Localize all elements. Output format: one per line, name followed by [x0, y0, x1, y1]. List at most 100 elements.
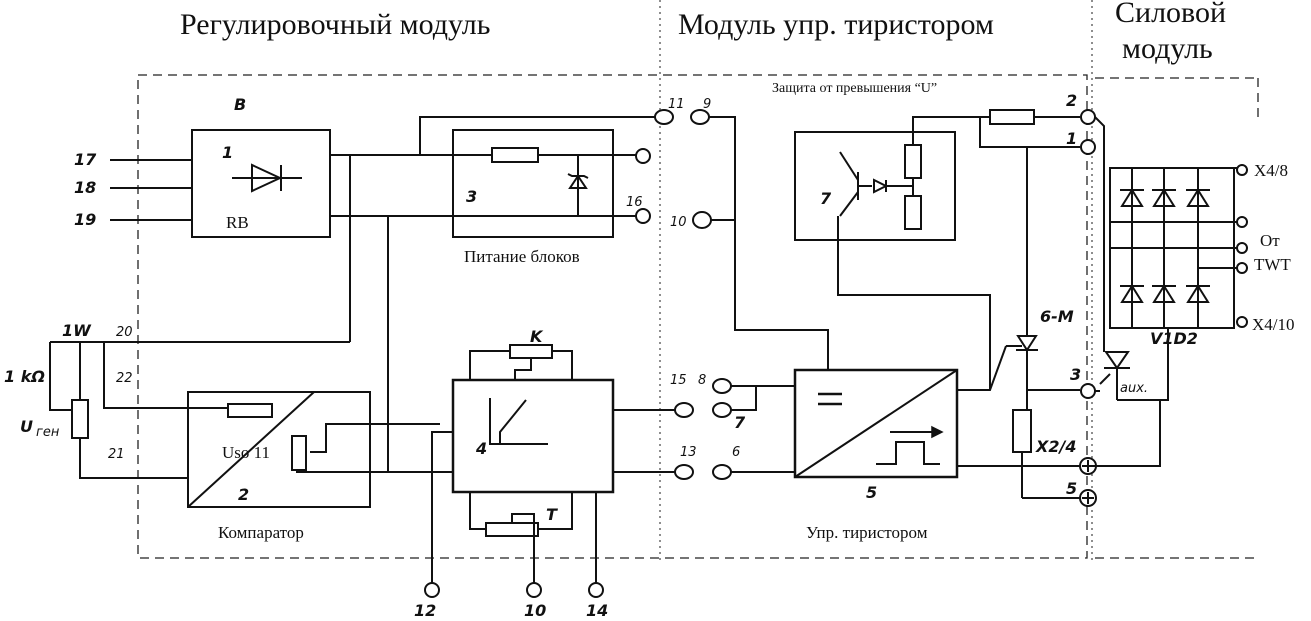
pin-5: 5: [1066, 479, 1077, 498]
caption-power-supply: Питание блоков: [464, 247, 580, 266]
connector-7: [712, 402, 732, 418]
label-block-1: 1: [222, 143, 233, 162]
transistor-icon: [839, 151, 872, 217]
label-block-7: 7: [820, 189, 832, 208]
pin-22: 22: [116, 371, 133, 386]
pin-10b: 10: [524, 601, 546, 620]
pin-11: 11: [668, 97, 685, 112]
label-1w: 1W: [62, 321, 92, 340]
pin-18: 18: [74, 178, 96, 197]
terminal-x410: [1236, 316, 1248, 328]
label-x410: X4/10: [1252, 315, 1295, 334]
ramp-characteristic-icon: [489, 398, 548, 445]
connector-11: [654, 109, 674, 125]
block-overvoltage-protection: [794, 131, 956, 241]
label-ugen-sub: ген: [36, 425, 60, 440]
pin-10a: 10: [670, 215, 687, 230]
header-power-module-line1: Силовой: [1115, 0, 1226, 29]
potentiometer-t: [485, 522, 539, 537]
label-x48: X4/8: [1254, 161, 1288, 180]
module-outline: [137, 74, 1088, 559]
connector-8: [712, 378, 732, 394]
block-thyristor-control: [793, 368, 959, 479]
terminal-bridge-ac1: [1236, 216, 1248, 228]
label-ot: От: [1260, 231, 1280, 250]
pin-2: 2: [1066, 91, 1077, 110]
caption-comparator: Компаратор: [218, 523, 304, 542]
potentiometer-k: [509, 344, 553, 359]
label-vd2: V1D2: [1150, 329, 1198, 348]
label-block-4: 4: [475, 439, 487, 458]
connector-6: [712, 464, 732, 480]
bridge-diode-row-bottom: [1120, 248, 1210, 328]
thyristor-icon: [1006, 335, 1038, 352]
connector-13: [674, 464, 694, 480]
terminal-2: [1080, 109, 1096, 125]
label-uso: Uso 11: [222, 443, 270, 462]
resistor-icon: [904, 195, 922, 230]
pin-14: 14: [586, 601, 608, 620]
caption-overvoltage: Защита от превышения “U”: [772, 81, 937, 96]
pin-9: 9: [703, 97, 711, 112]
terminal-psu-16: [635, 208, 651, 224]
label-block-5: 5: [866, 483, 877, 502]
label-rb: RB: [226, 213, 249, 232]
pin-7: 7: [734, 413, 746, 432]
block-regulator: [451, 378, 615, 494]
label-aux: aux.: [1120, 381, 1148, 396]
pin-17: 17: [74, 150, 97, 169]
pin-19: 19: [74, 210, 96, 229]
block-input-rectifier: [191, 129, 331, 238]
connector-9: [690, 109, 710, 125]
pulse-icon: [876, 425, 944, 465]
header-thyristor-control-module: Модуль упр. тиристором: [678, 8, 994, 41]
pin-16: 16: [626, 195, 643, 210]
resistor-icon: [989, 109, 1035, 125]
pin-12: 12: [414, 601, 436, 620]
pin-1: 1: [1066, 129, 1077, 148]
pin-8: 8: [698, 373, 706, 388]
label-block-2: 2: [238, 485, 249, 504]
resistor-icon: [491, 147, 539, 163]
resistor-icon: [1012, 409, 1032, 453]
diode-icon: [873, 178, 912, 194]
pin-6: 6: [732, 445, 740, 460]
terminal-14: [588, 582, 604, 598]
pin-3: 3: [1070, 365, 1081, 384]
equals-icon: [818, 392, 842, 406]
pin-21: 21: [108, 447, 125, 462]
label-x24: X2/4: [1035, 437, 1076, 456]
label-ugen: U: [20, 417, 33, 436]
potentiometer-1kohm: [71, 399, 89, 439]
terminal-x48: [1236, 164, 1248, 176]
pin-15: 15: [670, 373, 687, 388]
pin-13: 13: [680, 445, 697, 460]
block-comparator: [187, 391, 371, 508]
bridge-diode-row-top: [1120, 168, 1210, 248]
label-b: B: [234, 95, 246, 114]
diode-icon: [232, 163, 302, 193]
caption-thyristor-control: Упр. тиристором: [806, 523, 928, 542]
label-6m: 6-M: [1040, 307, 1074, 326]
connector-15: [674, 402, 694, 418]
terminal-1: [1080, 139, 1096, 155]
header-regulating-module: Регулировочный модуль: [180, 8, 490, 41]
label-twt: TWT: [1254, 255, 1291, 274]
label-block-3: 3: [466, 187, 477, 206]
header-power-module-line2: модуль: [1122, 32, 1213, 65]
zener-diode-icon: [567, 173, 589, 189]
label-1kohm: 1 kΩ: [4, 367, 45, 386]
label-t: T: [546, 505, 558, 524]
potentiometer-icon: [291, 435, 307, 471]
terminal-bridge-ac2: [1236, 242, 1248, 254]
terminal-psu-out: [635, 148, 651, 164]
terminal-3: [1080, 383, 1096, 399]
terminal-10b: [526, 582, 542, 598]
terminal-bridge-ac3: [1236, 262, 1248, 274]
pin-20: 20: [116, 325, 133, 340]
block-power-supply: [452, 129, 614, 238]
resistor-icon: [227, 403, 273, 418]
connector-10: [692, 211, 712, 229]
aux-thyristor-icon: [1099, 351, 1130, 385]
